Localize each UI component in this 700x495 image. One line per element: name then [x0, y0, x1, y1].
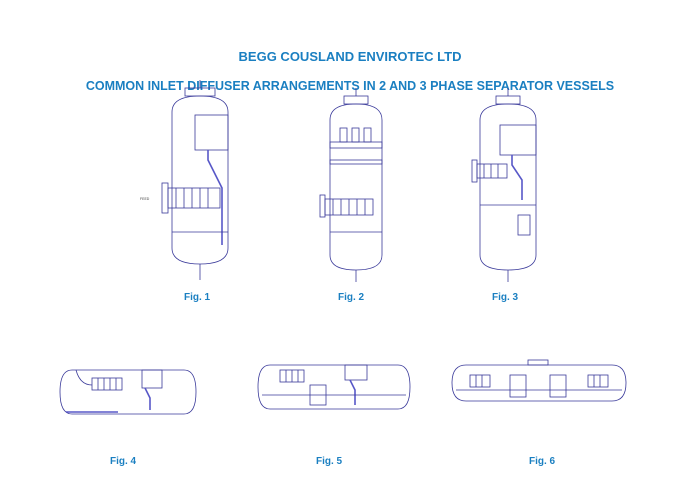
fig1-label: Fig. 1 — [184, 292, 211, 303]
fig5-vessel — [257, 364, 411, 410]
fig2-vessel — [319, 88, 383, 282]
fig1-feed-label: FEED — [140, 197, 150, 201]
fig4-label: Fig. 4 — [110, 456, 137, 467]
page-subtitle: COMMON INLET DIFFUSER ARRANGEMENTS IN 2 … — [85, 79, 615, 93]
fig5-label: Fig. 5 — [316, 456, 343, 467]
fig2-label: Fig. 2 — [338, 292, 365, 303]
fig3-vessel — [471, 88, 537, 282]
fig6-label: Fig. 6 — [529, 456, 556, 467]
fig4-vessel — [59, 369, 197, 415]
fig6-vessel — [451, 359, 627, 402]
fig3-label: Fig. 3 — [492, 292, 519, 303]
page-title: BEGG COUSLAND ENVIROTEC LTD — [238, 49, 462, 64]
fig1-vessel: FEED — [140, 80, 229, 280]
